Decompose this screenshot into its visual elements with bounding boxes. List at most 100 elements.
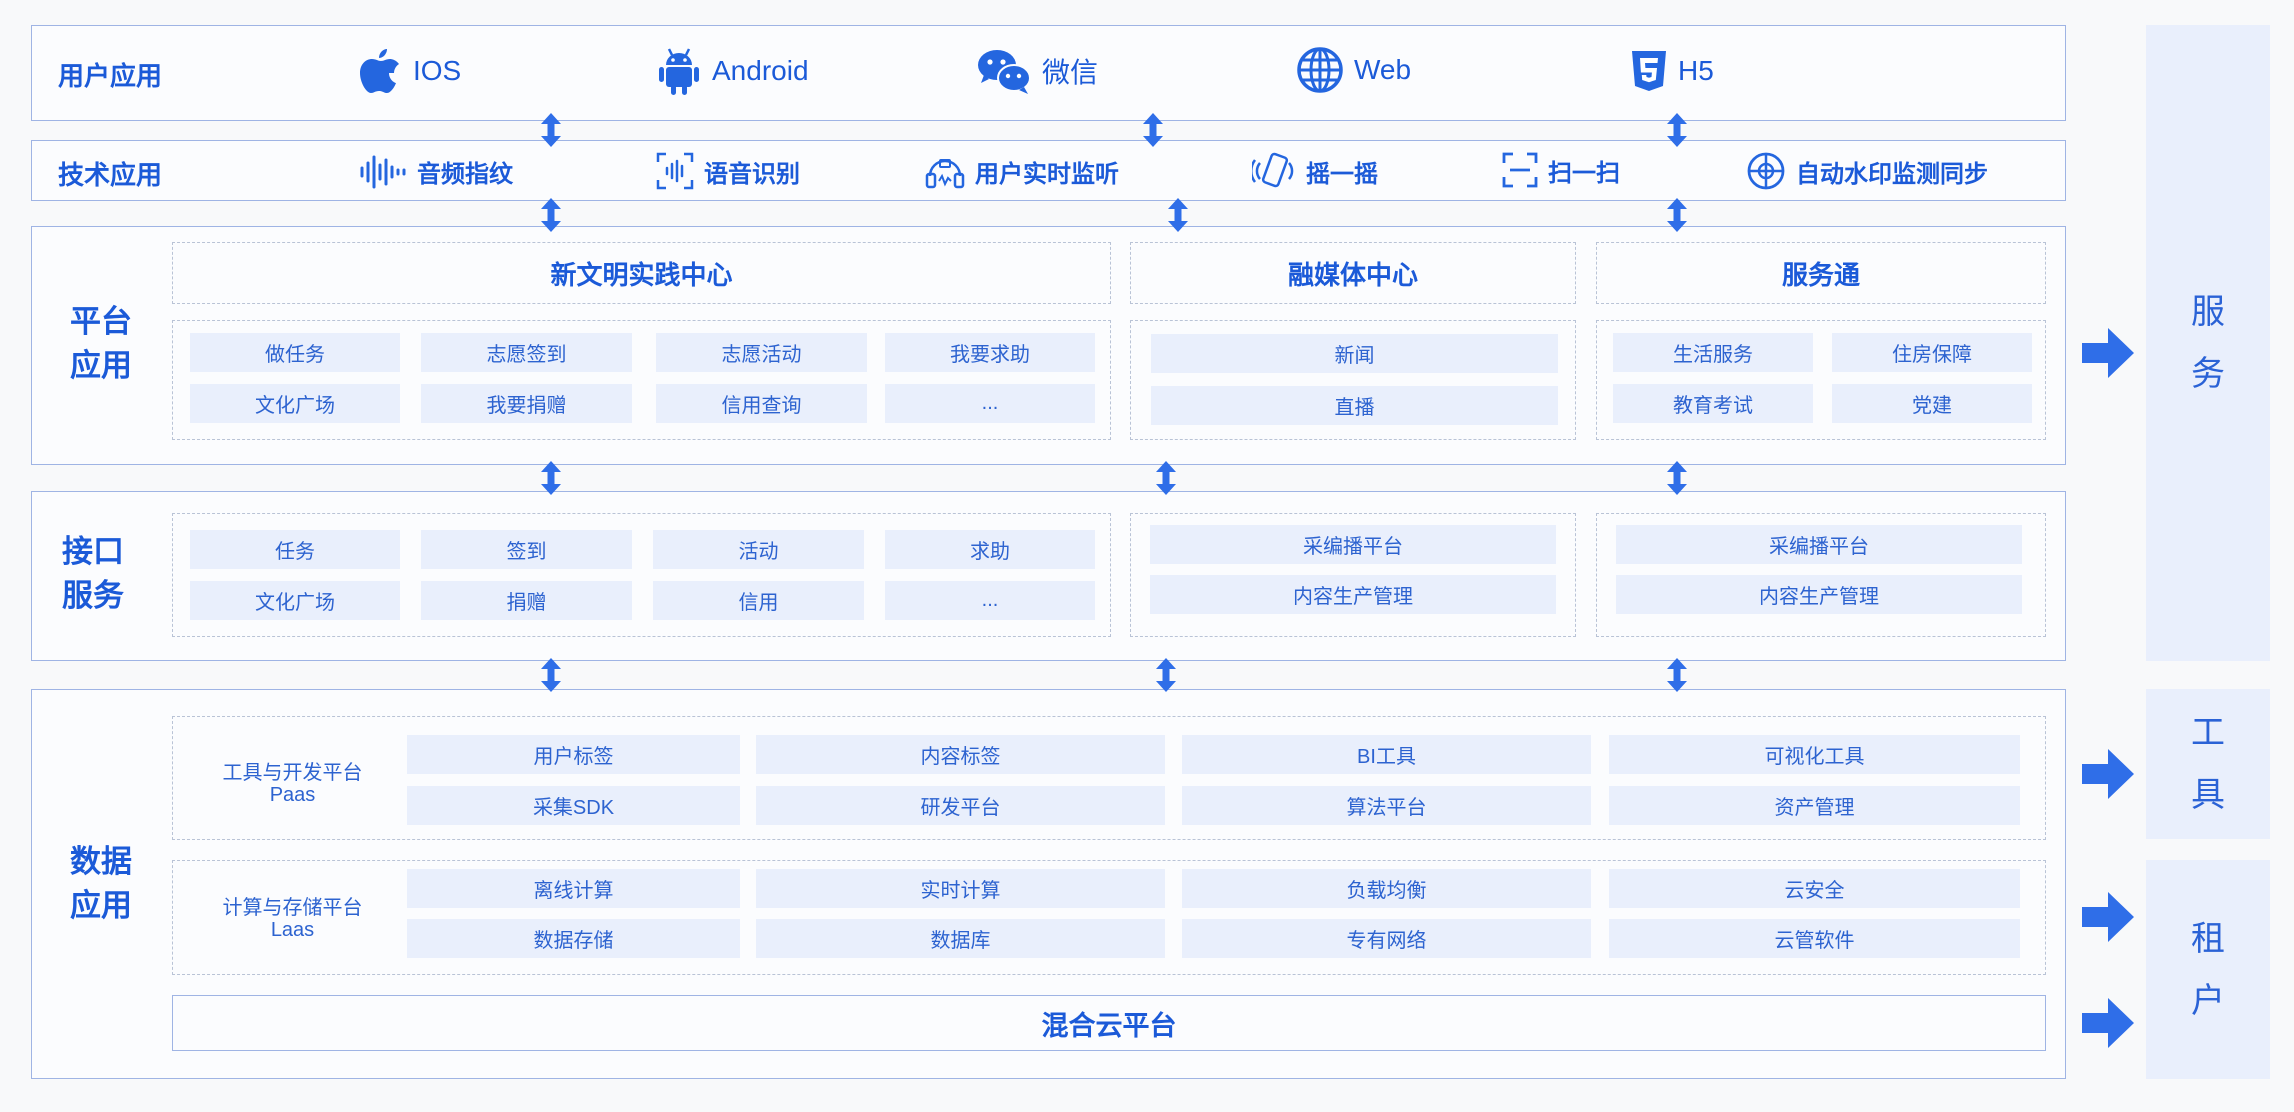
paas-cell[interactable]: BI工具 (1182, 735, 1591, 774)
globe-icon (1297, 47, 1343, 93)
double-arrow-icon (541, 658, 561, 692)
api-cell[interactable]: 文化广场 (190, 581, 400, 620)
platform-cell[interactable]: 教育考试 (1613, 384, 1813, 423)
laas-cell[interactable]: 数据库 (756, 919, 1165, 958)
paas-label: 工具与开发平台 Paas (190, 762, 395, 806)
side-tools-char1: 工 (2191, 714, 2225, 752)
laas-abbr: Laas (270, 919, 315, 941)
paas-cell[interactable]: 研发平台 (756, 786, 1165, 825)
laas-cell[interactable]: 实时计算 (756, 869, 1165, 908)
shake-label: 摇一摇 (1306, 160, 1378, 188)
tech-audio-fingerprint[interactable]: 音频指纹 (359, 154, 513, 189)
headphone-icon (925, 159, 965, 189)
laas-cell[interactable]: 云管软件 (1609, 919, 2020, 958)
side-service-char1: 服 (2191, 293, 2225, 331)
header-box-civilization (172, 242, 1111, 304)
paas-cell[interactable]: 采集SDK (407, 786, 740, 825)
platform-cell[interactable]: 信用查询 (656, 384, 867, 423)
header-service: 服务通 (1781, 259, 1860, 290)
platform-cell[interactable]: 住房保障 (1832, 333, 2032, 372)
header-box-media (1130, 242, 1576, 304)
platform-cell[interactable]: ... (885, 384, 1095, 423)
api-cell[interactable]: 求助 (885, 530, 1095, 569)
double-arrow-icon (1156, 658, 1176, 692)
api-cell[interactable]: 采编播平台 (1150, 525, 1556, 564)
user-app-title: 用户应用 (58, 61, 163, 91)
platform-cell[interactable]: 志愿签到 (421, 333, 632, 372)
platform-cell[interactable]: 我要捐赠 (421, 384, 632, 423)
side-tenant-char2: 户 (2191, 981, 2225, 1020)
laas-cell[interactable]: 云安全 (1609, 869, 2020, 908)
api-cell[interactable]: 任务 (190, 530, 400, 569)
paas-abbr: Paas (269, 784, 316, 806)
tech-scan[interactable]: 扫一扫 (1502, 152, 1620, 188)
platform-app-title-line1: 平台 (70, 304, 132, 339)
platform-cell[interactable]: 生活服务 (1613, 333, 1813, 372)
side-tenant[interactable]: 租 户 (2146, 860, 2270, 1079)
api-cell[interactable]: 信用 (653, 581, 864, 620)
api-service-title-line1: 接口 (62, 534, 124, 569)
laas-cell[interactable]: 数据存储 (407, 919, 740, 958)
platform-cell[interactable]: 我要求助 (885, 333, 1095, 372)
hybrid-cloud-platform[interactable]: 混合云平台 (172, 995, 2046, 1051)
platform-cell[interactable]: 志愿活动 (656, 333, 867, 372)
laas-cell[interactable]: 负载均衡 (1182, 869, 1591, 908)
platform-ios[interactable]: IOS (357, 45, 461, 97)
api-cell[interactable]: 签到 (421, 530, 632, 569)
side-service-char2: 务 (2191, 355, 2225, 393)
arrow-right-icon (2082, 328, 2134, 378)
paas-cell[interactable]: 内容标签 (756, 735, 1165, 774)
api-cell[interactable]: ... (885, 581, 1095, 620)
platform-cell[interactable]: 党建 (1832, 384, 2032, 423)
tech-voice-recognition[interactable]: 语音识别 (656, 152, 800, 190)
double-arrow-icon (541, 461, 561, 495)
platform-web[interactable]: Web (1296, 46, 1411, 94)
tech-realtime-monitor[interactable]: 用户实时监听 (925, 152, 1119, 190)
html5-icon (1632, 51, 1666, 91)
tech-app-title: 技术应用 (58, 160, 163, 190)
wechat-label: 微信 (1042, 57, 1099, 88)
platform-app-title-line2: 应用 (70, 348, 132, 383)
paas-cell[interactable]: 资产管理 (1609, 786, 2020, 825)
platform-cell[interactable]: 直播 (1151, 386, 1558, 425)
double-arrow-icon (1156, 461, 1176, 495)
data-app-title-line1: 数据 (70, 844, 132, 879)
paas-cell[interactable]: 用户标签 (407, 735, 740, 774)
side-service[interactable]: 服 务 (2146, 25, 2270, 661)
scan-label: 扫一扫 (1548, 159, 1620, 187)
shake-phone-icon (1252, 152, 1294, 188)
tech-watermark[interactable]: 自动水印监测同步 (1746, 151, 1988, 191)
wechat-icon (978, 50, 1031, 94)
api-cell[interactable]: 内容生产管理 (1616, 575, 2022, 614)
paas-cell[interactable]: 可视化工具 (1609, 735, 2020, 774)
side-tools[interactable]: 工 具 (2146, 689, 2270, 839)
watermark-label: 自动水印监测同步 (1796, 160, 1988, 188)
header-civilization: 新文明实践中心 (550, 259, 733, 290)
api-cell[interactable]: 捐赠 (421, 581, 632, 620)
ios-label: IOS (413, 55, 462, 86)
platform-h5[interactable]: H5 (1630, 49, 1714, 93)
arrow-right-icon (2082, 749, 2134, 799)
laas-cell[interactable]: 专有网络 (1182, 919, 1591, 958)
api-cell[interactable]: 内容生产管理 (1150, 575, 1556, 614)
voice-scan-icon (656, 152, 694, 190)
laas-cell[interactable]: 离线计算 (407, 869, 740, 908)
platform-cell[interactable]: 新闻 (1151, 334, 1558, 373)
platform-android[interactable]: Android (656, 45, 809, 97)
api-cell[interactable]: 采编播平台 (1616, 525, 2022, 564)
api-service-title: 接口 服务 (62, 530, 124, 618)
platform-cell[interactable]: 文化广场 (190, 384, 400, 423)
paas-name: 工具与开发平台 (222, 762, 363, 784)
side-tenant-char1: 租 (2191, 919, 2225, 958)
api-cell[interactable]: 活动 (653, 530, 864, 569)
paas-cell[interactable]: 算法平台 (1182, 786, 1591, 825)
web-label: Web (1354, 54, 1412, 85)
platform-wechat[interactable]: 微信 (976, 47, 1098, 95)
double-arrow-icon (1667, 461, 1687, 495)
api-service-title-line2: 服务 (62, 578, 124, 613)
data-app-title-line2: 应用 (70, 888, 132, 923)
platform-cell[interactable]: 做任务 (190, 333, 400, 372)
h5-label: H5 (1678, 55, 1714, 86)
voice-recognition-label: 语音识别 (704, 160, 800, 188)
tech-shake[interactable]: 摇一摇 (1252, 151, 1378, 191)
